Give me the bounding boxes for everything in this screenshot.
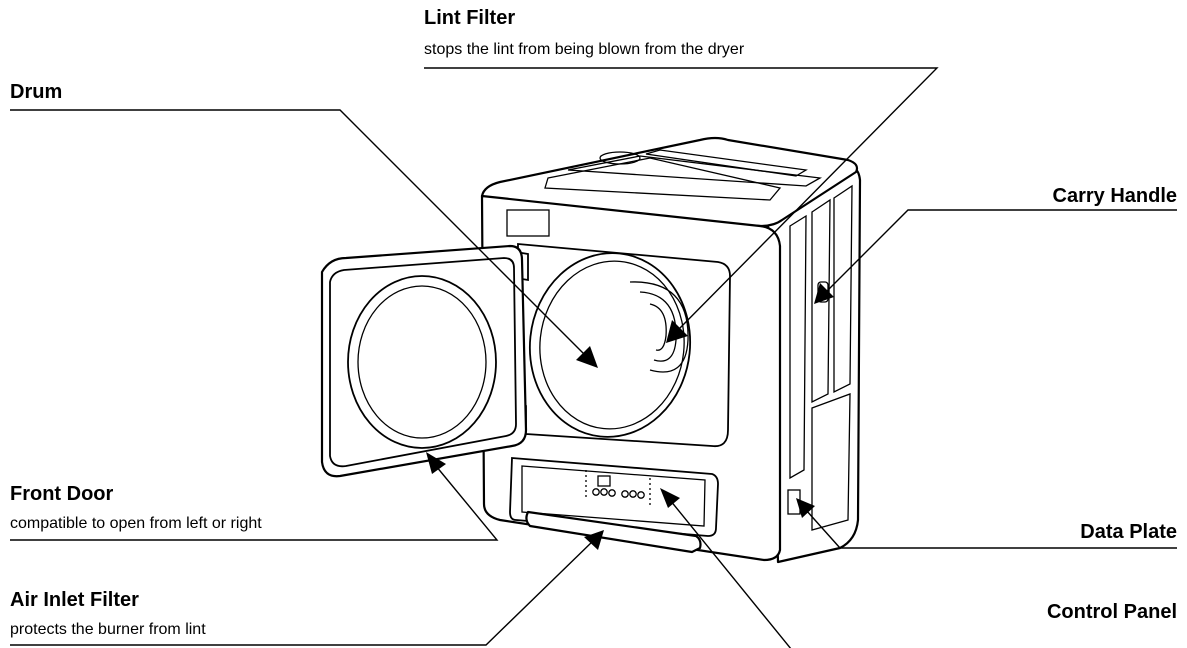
lint-filter-cover: [544, 157, 782, 201]
control-panel-face: [521, 465, 706, 527]
front-door-title: Front Door: [10, 483, 114, 505]
dryer-side-panel: [766, 166, 862, 564]
air-inlet-desc: protects the burner from lint: [10, 621, 206, 638]
drum-opening-outer: [528, 252, 692, 438]
air-inlet-arrowhead: [584, 530, 604, 550]
front-door-leader: [10, 465, 499, 541]
control-panel-arrowhead: [660, 488, 680, 508]
top-recess: [567, 155, 823, 187]
control-panel-title: Control Panel: [1047, 601, 1177, 623]
top-recess-2: [645, 149, 808, 177]
door-window-outer: [347, 275, 497, 449]
side-vent-2: [811, 198, 831, 404]
top-knob: [599, 151, 641, 165]
dryer-front-body: [480, 194, 782, 562]
dryer-illustration: [320, 136, 862, 564]
control-display: [597, 475, 611, 487]
carry-handle-leader: [823, 209, 1177, 295]
carry-handle-title: Carry Handle: [1053, 185, 1178, 207]
front-door-outer: [320, 244, 528, 478]
drum-ring-3: [649, 303, 667, 351]
drum-ring-2: [639, 291, 677, 362]
drum-ring-1: [629, 281, 689, 373]
control-buttons: [592, 488, 645, 499]
air-inlet-tray: [525, 510, 702, 554]
side-vent-3: [833, 184, 853, 394]
side-vent-1: [789, 214, 807, 480]
drum-opening-inner: [539, 260, 685, 430]
drum-arrowhead: [576, 346, 598, 368]
data-plate-leader: [805, 509, 1177, 549]
air-inlet-leader: [10, 539, 595, 646]
lint-filter-desc: stops the lint from being blown from the…: [424, 41, 745, 58]
air-inlet-title: Air Inlet Filter: [10, 589, 139, 611]
data-plate-title: Data Plate: [1080, 521, 1177, 543]
front-door-desc: compatible to open from left or right: [10, 515, 262, 532]
drum-leader: [10, 109, 587, 357]
side-vent-4: [811, 393, 851, 531]
front-door-inner: [329, 257, 517, 468]
control-panel-leader: [669, 499, 792, 648]
door-window-inner: [357, 285, 487, 439]
data-plate-arrowhead: [796, 498, 815, 518]
front-door-arrowhead: [426, 452, 446, 474]
drum-title: Drum: [10, 81, 62, 103]
labels: Lint Filter stops the lint from being bl…: [10, 7, 1177, 638]
carry-handle-arrowhead: [814, 283, 834, 304]
lint-filter-arrowhead: [666, 320, 688, 343]
front-label: [506, 209, 550, 237]
control-panel-housing: [509, 457, 719, 537]
leader-lines: [10, 67, 1177, 648]
lint-filter-leader: [424, 67, 939, 331]
lint-filter-title: Lint Filter: [424, 7, 515, 29]
